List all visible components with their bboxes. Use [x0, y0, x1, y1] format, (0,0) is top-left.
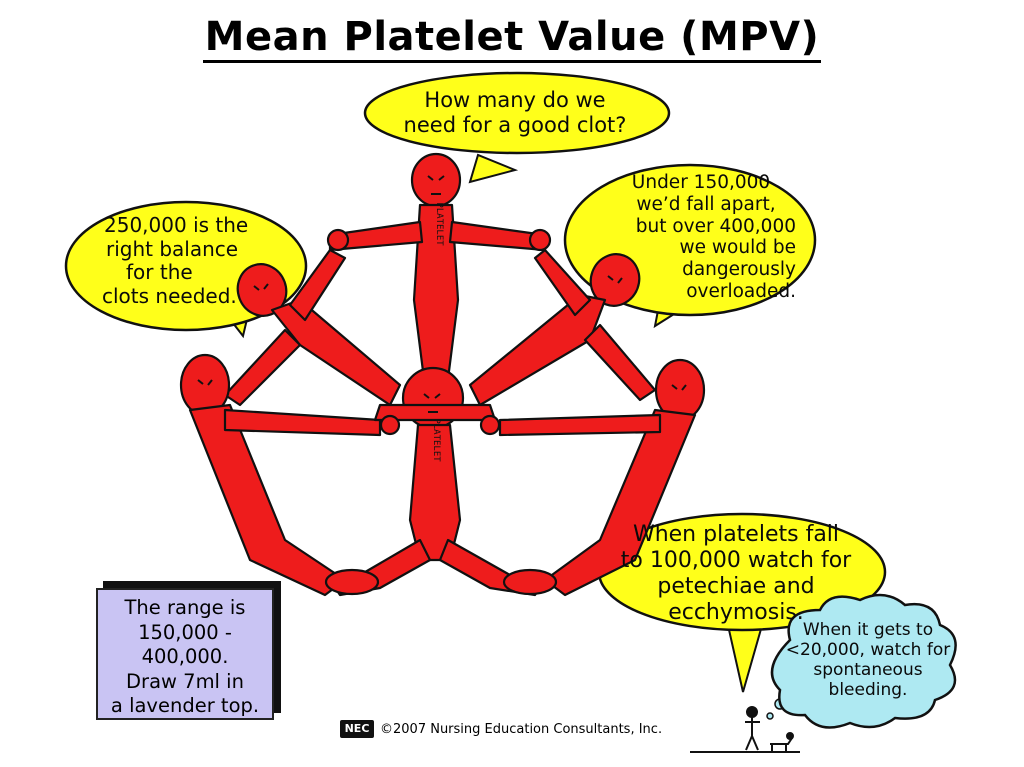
platelet-figure-center	[324, 366, 558, 597]
range-info-text: The range is 150,000 - 400,000. Draw 7ml…	[96, 596, 274, 719]
platelet-figure-upper-right	[468, 248, 657, 407]
bubble-line: petechiae and	[657, 573, 815, 599]
bubble-text-bottom: When platelets fall to 100,000 watch for…	[606, 522, 866, 626]
bubble-line: clots needed.	[102, 283, 237, 308]
range-info-box	[96, 588, 274, 720]
bubble-line: 250,000 is the	[104, 213, 249, 237]
bubble-line: overloaded.	[686, 281, 796, 303]
nec-logo: NEC	[340, 720, 374, 738]
bubble-line: When platelets fall	[632, 522, 840, 547]
bubble-line: to 100,000 watch for	[620, 547, 852, 573]
speech-bubble-top	[363, 71, 671, 184]
bubble-line: right balance	[106, 236, 239, 261]
range-line: The range is	[124, 596, 246, 619]
platelet-label-top: PLATELET	[434, 202, 444, 246]
range-line: a lavender top.	[110, 694, 260, 718]
bubble-line: How many do we	[424, 88, 606, 112]
bubble-line: we’d fall apart,	[636, 193, 776, 215]
platelet-faces	[197, 175, 687, 413]
cloud-text: When it gets to <20,000, watch for spont…	[774, 620, 962, 700]
cloud-line: <20,000, watch for	[785, 640, 951, 661]
bubble-text-left: 250,000 is the right balance for the clo…	[96, 213, 276, 308]
range-line: 150,000 -	[138, 620, 232, 644]
bubble-text-top: How many do we need for a good clot?	[380, 88, 650, 138]
cloud-line: bleeding.	[828, 680, 908, 701]
bubble-line: dangerously	[682, 259, 796, 281]
platelet-label-center: PLATELET	[431, 418, 441, 462]
thought-cloud	[766, 593, 957, 729]
bubble-text-right: Under 150,000 we’d fall apart, but over …	[596, 172, 796, 303]
stick-figure-with-dog	[690, 706, 800, 753]
platelet-figure-lower-right	[498, 358, 706, 597]
range-line: Draw 7ml in	[126, 669, 244, 693]
platelet-figures	[179, 152, 706, 597]
platelet-figure-upper-left	[223, 248, 402, 407]
cloud-line: When it gets to	[802, 620, 934, 640]
bubble-line: we would be	[679, 237, 796, 259]
cloud-line: spontaneous	[813, 660, 923, 681]
bubble-line: but over 400,000	[635, 215, 796, 237]
bubble-line: ecchymosis.	[668, 599, 804, 625]
range-line: 400,000.	[141, 645, 229, 669]
bubble-line: Under 150,000	[631, 172, 771, 193]
platelet-figure-top	[328, 152, 547, 397]
copyright-text: ©2007 Nursing Education Consultants, Inc…	[380, 722, 663, 737]
bubble-line: for the	[126, 260, 193, 285]
page-title: Mean Platelet Value (MPV)	[0, 14, 1024, 63]
speech-bubble-bottom	[597, 512, 887, 693]
bubble-line: need for a good clot?	[403, 112, 627, 137]
platelet-figure-lower-left	[179, 353, 382, 597]
